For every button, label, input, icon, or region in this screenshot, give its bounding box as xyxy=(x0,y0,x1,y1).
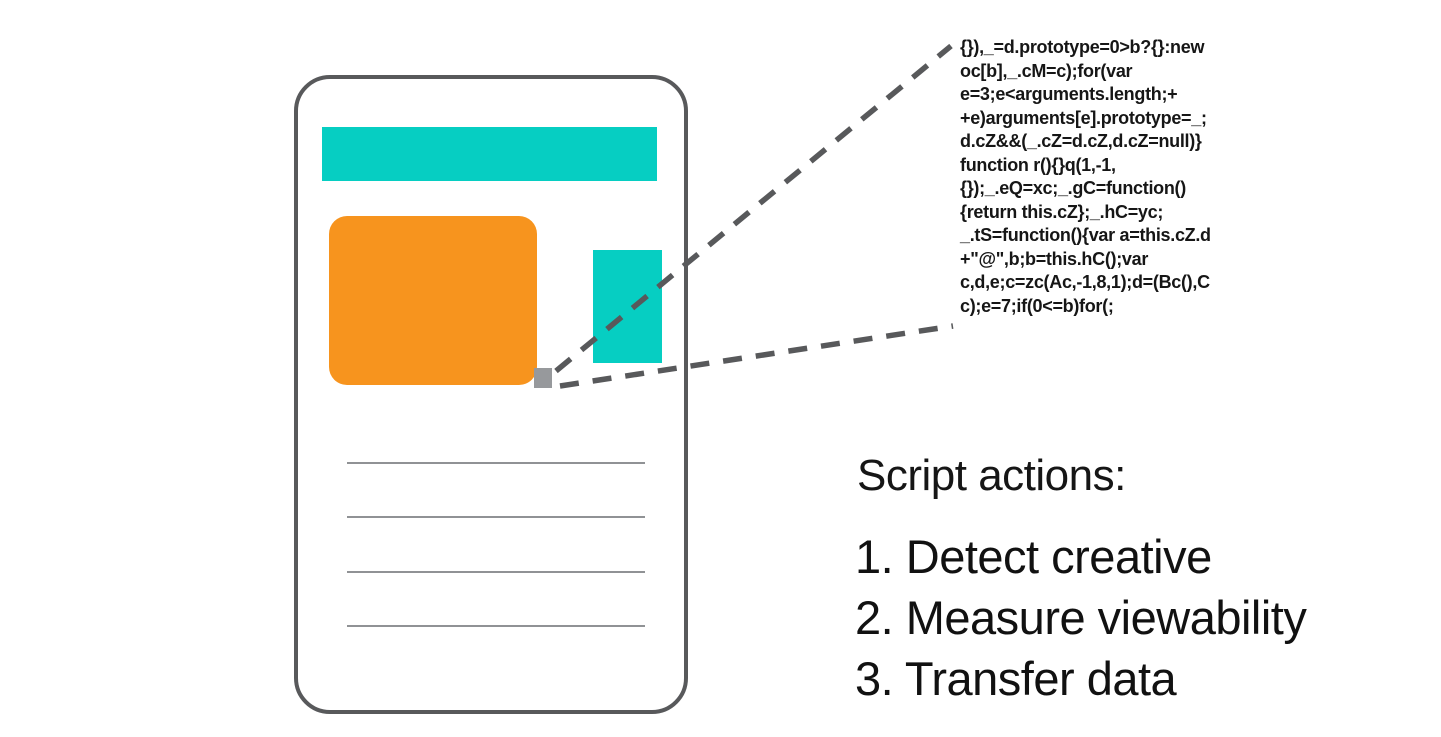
content-text-line xyxy=(347,571,645,573)
main-creative-ad-block xyxy=(329,216,537,385)
script-actions-heading: Script actions: xyxy=(857,451,1126,500)
content-text-line xyxy=(347,516,645,518)
script-action-item-1: 1. Detect creative xyxy=(855,530,1212,583)
content-text-line xyxy=(347,625,645,627)
content-text-line xyxy=(347,462,645,464)
script-marker xyxy=(534,368,552,388)
script-actions-list: 1. Detect creative 2. Measure viewabilit… xyxy=(855,526,1307,709)
script-action-item-2: 2. Measure viewability xyxy=(855,591,1307,644)
code-snippet: {}),_=d.prototype=0>b?{}:new oc[b],_.cM=… xyxy=(960,37,1211,316)
top-banner-ad-block xyxy=(322,127,657,181)
side-banner-ad-block xyxy=(593,250,662,363)
script-action-item-3: 3. Transfer data xyxy=(855,652,1177,705)
